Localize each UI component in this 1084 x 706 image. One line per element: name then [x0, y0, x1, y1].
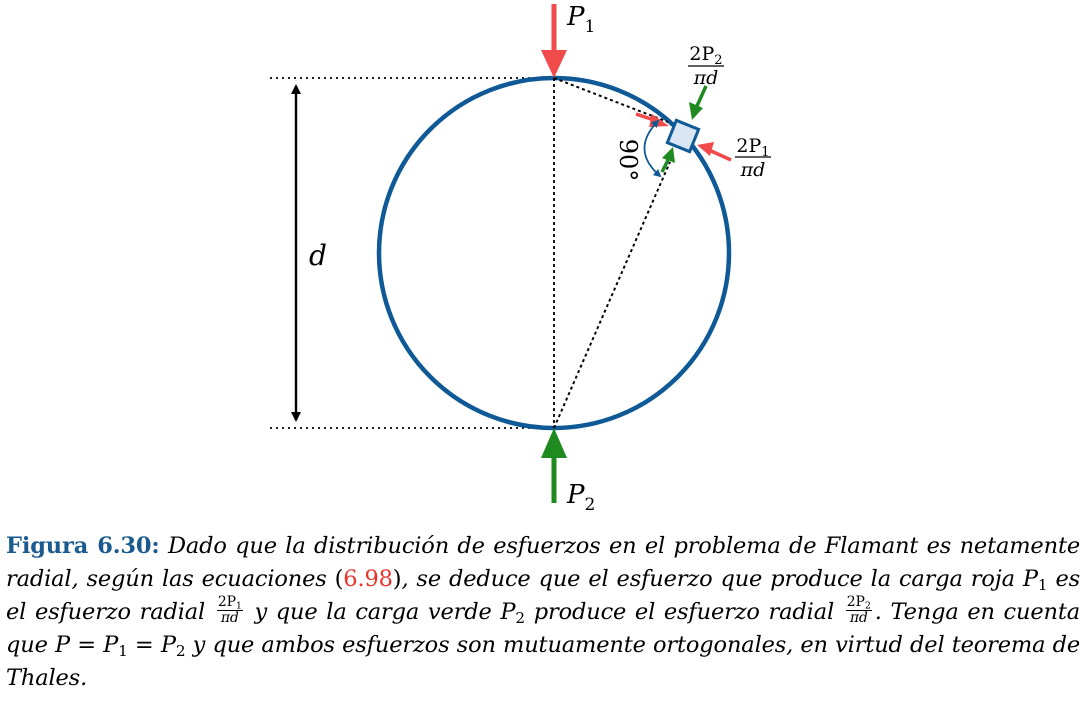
stress-element-square	[665, 118, 701, 154]
load-p2-arrow-head	[541, 428, 567, 458]
caption-text-6: . Tenga en cuenta que	[6, 599, 1081, 658]
stress-label-green: 2P2 πd	[688, 43, 724, 89]
caption-equality: P = P1 = P2	[54, 632, 186, 660]
chord-bottom-to-element	[553, 161, 671, 429]
green-stress-arrow-inner	[660, 159, 670, 173]
svg-text:2P2: 2P2	[689, 43, 722, 68]
red-stress-arrow-outer-head	[697, 142, 714, 156]
caption-p2: P2	[500, 599, 525, 627]
svg-text:πd: πd	[693, 67, 719, 89]
stress-label-red: 2P1 πd	[735, 135, 771, 181]
caption-text-5: produce el esfuerzo radial	[525, 599, 843, 625]
caption-text-4: y que la carga verde	[245, 599, 501, 625]
load-p1-arrow-head	[541, 50, 567, 78]
caption-eq-close: )	[392, 566, 402, 592]
right-angle-arc	[643, 119, 662, 178]
diameter-label: d	[309, 239, 327, 272]
green-stress-arrow-outer-head	[689, 102, 703, 120]
caption-text-1: Dado que la distribución de esfuerzos en…	[6, 533, 1080, 592]
caption-p1: P1	[1022, 566, 1048, 594]
chord-top-to-element	[553, 77, 669, 123]
load-p1-label: P1	[566, 2, 595, 37]
caption-text-2: , se deduce que el esfuerzo que produce …	[401, 566, 1023, 592]
caption-text-3: es el esfuerzo radial	[6, 566, 1080, 625]
angle-label: 90°	[614, 139, 642, 182]
flamant-figure: d P1 P2 90° 2P2 πd 2P1 πd	[270, 2, 771, 515]
caption-text-7: y que ambos esfuerzos son mutuamente ort…	[6, 632, 1081, 691]
caption-label: Figura 6.30:	[6, 533, 160, 559]
equation-reference-link[interactable]: 6.98	[343, 566, 393, 592]
green-stress-arrow-outer	[695, 85, 708, 107]
figure-caption: Figura 6.30: Dado que la distribución de…	[6, 530, 1080, 695]
caption-eq-open: (	[334, 566, 344, 592]
svg-text:πd: πd	[740, 159, 766, 181]
green-stress-arrow-inner-head	[662, 147, 675, 163]
svg-text:2P1: 2P1	[736, 135, 769, 160]
load-p2-label: P2	[566, 480, 595, 515]
red-stress-arrow-outer	[708, 148, 732, 162]
